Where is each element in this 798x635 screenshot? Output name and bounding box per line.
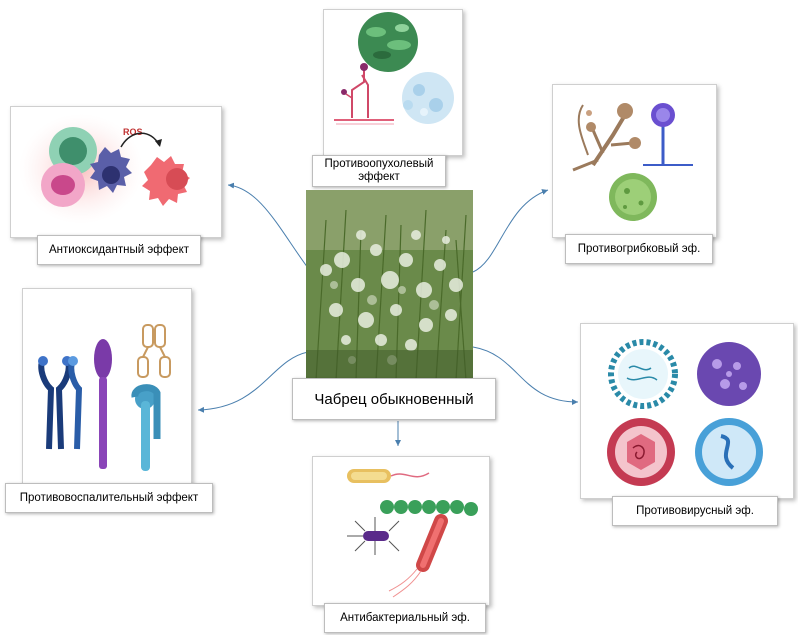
- receptor-illustration: [38, 324, 171, 471]
- antioxidant-illustration: ROS: [19, 114, 190, 224]
- center-label: Чабрец обыкновенный: [292, 378, 496, 420]
- fungus-illustration: [572, 103, 693, 221]
- antiinflammatory-label: Противовоспалительный эффект: [5, 483, 213, 513]
- arrow-to-antifungal: [472, 189, 549, 273]
- antibacterial-label: Антибактериальный эф.: [324, 603, 486, 633]
- antiinflammatory-card: [22, 288, 192, 486]
- antiviral-label: Противовирусный эф.: [612, 496, 778, 526]
- antitumor-card: [323, 9, 463, 156]
- antioxidant-card: ROS: [10, 106, 222, 238]
- antibacterial-card: [312, 456, 490, 606]
- bacteria-illustration: [347, 469, 478, 598]
- antiviral-card: [580, 323, 794, 499]
- antitumor-label: Противоопухолевый эффект: [312, 155, 446, 187]
- antifungal-card: [552, 84, 717, 238]
- arrow-to-antiviral: [472, 346, 579, 405]
- arrow-to-antiinflammatory: [197, 351, 309, 413]
- antioxidant-label: Антиоксидантный эффект: [37, 235, 201, 265]
- arrow-to-antioxidant: [227, 182, 309, 269]
- antifungal-label: Противогрибковый эф.: [565, 234, 713, 264]
- virus-illustration: [607, 339, 763, 486]
- tumor-illustration: [334, 12, 454, 125]
- thyme-photo: [306, 190, 473, 380]
- ros-text: ROS: [123, 127, 143, 137]
